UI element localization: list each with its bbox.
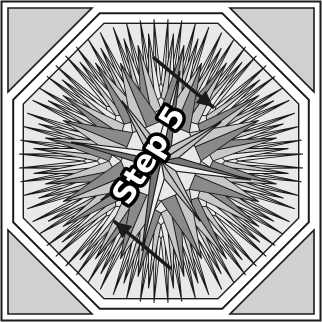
- quilt-block-diagram: Step 5 Step 5: [0, 0, 322, 322]
- mariners-compass-block: Step 5 Step 5: [0, 0, 322, 322]
